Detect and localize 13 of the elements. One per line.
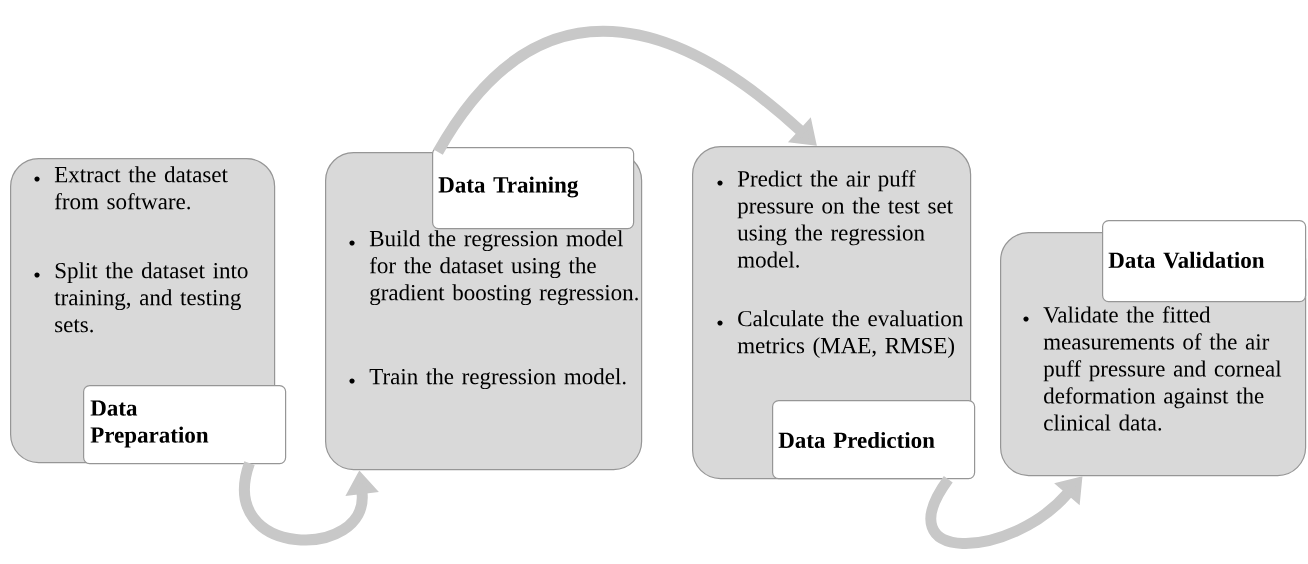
bullet-item: Predict the air puff pressure on the test set using the regression model.: [717, 170, 953, 268]
title-box: Data Training: [432, 147, 635, 230]
title-box: Data Validation: [1102, 220, 1307, 303]
bullet-item: Extract the dataset from software.: [34, 166, 228, 210]
curved-arrow: [925, 476, 1083, 549]
bullet-item: Train the regression model.: [349, 368, 626, 390]
bullet-item: Build the regression model for the dataset using the gradient boosting regression.: [349, 230, 638, 306]
bullet-item: Split the dataset into training, and testing sets.: [34, 262, 248, 333]
bullet-item: Calculate the evaluation metrics (MAE, RMSE): [717, 310, 963, 359]
curved-arrow: [433, 26, 817, 155]
title-box: Data Prediction: [772, 400, 976, 480]
title-box: Data Preparation: [83, 384, 287, 465]
bullet-item: Validate the fitted measurements of the air puff pressure and corneal deformation against the clinical data.: [1023, 306, 1282, 431]
